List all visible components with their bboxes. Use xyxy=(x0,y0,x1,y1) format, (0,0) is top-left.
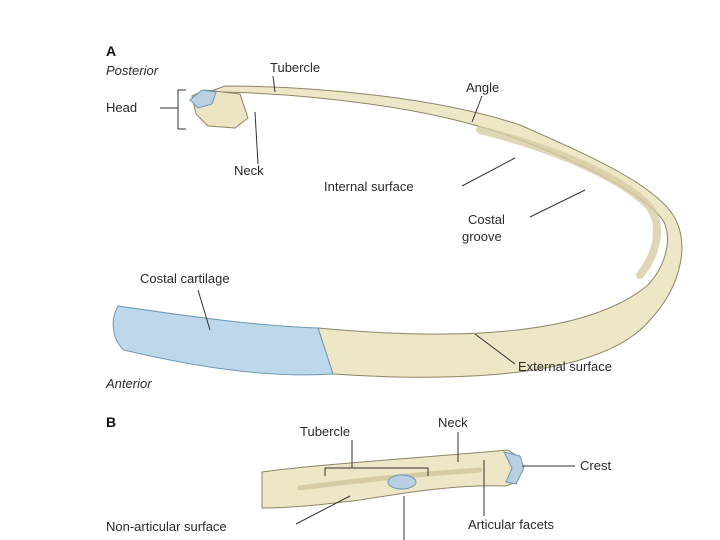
tubercle-label-a: Tubercle xyxy=(270,60,320,75)
neck-leader-a xyxy=(254,111,259,165)
panel-a-leaders xyxy=(160,75,586,365)
angle-label: Angle xyxy=(466,80,499,95)
tubercle-label-b: Tubercle xyxy=(300,424,350,439)
crest-label: Crest xyxy=(580,458,611,473)
tubercle-leader-a xyxy=(272,75,276,93)
internal-surface-label: Internal surface xyxy=(324,179,414,194)
costal-groove-label-1: Costal xyxy=(468,212,505,227)
angle-leader xyxy=(471,95,483,123)
external-surface-label: External surface xyxy=(518,359,612,374)
rib-detail-illustration xyxy=(261,449,525,509)
neck-label-b: Neck xyxy=(438,415,468,430)
internal-surface-leader xyxy=(461,157,516,187)
costal-groove-leader xyxy=(529,189,586,218)
costal-cartilage-label: Costal cartilage xyxy=(140,271,230,286)
rib-detail-head-facet xyxy=(503,451,525,485)
articular-facets-label: Articular facets xyxy=(468,517,554,532)
posterior-label: Posterior xyxy=(106,63,159,78)
non-articular-leader xyxy=(295,495,351,525)
costal-cartilage-leader xyxy=(197,289,211,331)
panel-b-leaders xyxy=(295,432,575,540)
panel-a-letter: A xyxy=(106,43,116,59)
head-label: Head xyxy=(106,100,137,115)
tubercle-bracket-b xyxy=(324,467,429,476)
costal-cartilage xyxy=(112,305,334,376)
rib-detail-shade xyxy=(297,467,483,491)
neck-label-a: Neck xyxy=(234,163,264,178)
anterior-label: Anterior xyxy=(105,376,152,391)
panel-b-letter: B xyxy=(106,414,116,430)
rib-inner-shade xyxy=(476,126,661,279)
tubercle-facet xyxy=(387,474,417,490)
costal-groove-label-2: groove xyxy=(462,229,502,244)
non-articular-surface-label: Non-articular surface xyxy=(106,519,227,534)
external-surface-leader xyxy=(474,333,516,365)
rib-illustration xyxy=(112,85,683,378)
head-bracket xyxy=(177,89,186,130)
rib-head-facet xyxy=(189,89,217,109)
